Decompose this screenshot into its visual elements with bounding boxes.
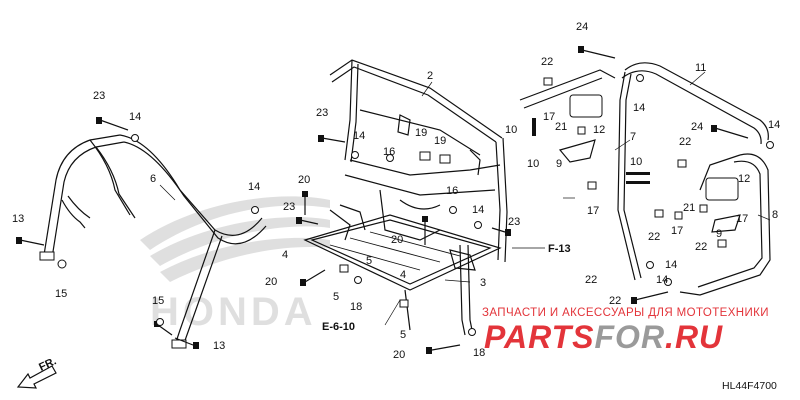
part-label-22b: 22 — [679, 136, 691, 148]
part-label-17d: 17 — [736, 213, 748, 225]
part-label-22d: 22 — [695, 241, 707, 253]
watermark-brand: PARTSFOR.RU — [484, 319, 723, 355]
part-label-17b: 17 — [587, 205, 599, 217]
part-label-22c: 22 — [648, 231, 660, 243]
part-label-14c: 14 — [353, 130, 365, 142]
part-label-4b: 4 — [400, 269, 406, 281]
front-roll-bar-part-6 — [39, 134, 267, 349]
part-label-22e: 22 — [585, 274, 597, 286]
part-label-14d: 14 — [472, 204, 484, 216]
part-label-21b: 21 — [683, 202, 695, 214]
part-label-12: 12 — [593, 124, 605, 136]
part-label-9b: 9 — [716, 228, 722, 240]
ref-e-6-10: E-6-10 — [322, 321, 355, 333]
part-label-15b: 15 — [152, 295, 164, 307]
part-label-15: 15 — [55, 288, 67, 300]
part-label-16b: 16 — [446, 185, 458, 197]
main-frame-part-2 — [329, 59, 508, 263]
part-label-10: 10 — [505, 124, 517, 136]
part-label-10c: 10 — [630, 156, 642, 168]
part-label-23: 23 — [93, 90, 105, 102]
part-label-14f: 14 — [768, 119, 780, 131]
ref-f-13: F-13 — [548, 243, 571, 255]
part-label-23c: 23 — [283, 201, 295, 213]
part-label-8: 8 — [772, 209, 778, 221]
part-label-22f: 22 — [609, 295, 621, 307]
part-label-13: 13 — [12, 213, 24, 225]
part-label-17: 17 — [543, 111, 555, 123]
part-label-14g: 14 — [665, 259, 677, 271]
part-label-4: 4 — [282, 249, 288, 261]
part-label-14e: 14 — [633, 102, 645, 114]
front-direction-arrow: FR. — [16, 355, 58, 389]
part-label-20: 20 — [298, 174, 310, 186]
part-label-19b: 19 — [434, 135, 446, 147]
part-label-20b: 20 — [265, 276, 277, 288]
watermark-brand-mid: FOR — [595, 319, 666, 355]
part-label-5b: 5 — [366, 255, 372, 267]
diagram-code: HL44F4700 — [722, 380, 777, 392]
floor-frame-part-3 — [303, 204, 502, 336]
part-label-22: 22 — [541, 56, 553, 68]
rear-bar-part-8 — [679, 153, 771, 296]
honda-logo-text: HONDA — [150, 290, 317, 334]
hardware-bolts — [16, 46, 774, 354]
part-label-2: 2 — [427, 70, 433, 82]
rear-roll-bar-part-11 — [519, 62, 769, 281]
part-label-19: 19 — [415, 127, 427, 139]
part-label-5c: 5 — [400, 329, 406, 341]
bracket-part-12 — [558, 94, 741, 233]
part-label-3: 3 — [480, 277, 486, 289]
part-label-14h: 14 — [656, 274, 668, 286]
part-label-11: 11 — [695, 62, 706, 74]
watermark-caption: ЗАПЧАСТИ И АКСЕССУАРЫ ДЛЯ МОТОТЕХНИКИ — [482, 307, 769, 319]
part-label-7: 7 — [630, 131, 636, 143]
part-label-20c: 20 — [391, 234, 403, 246]
watermark-brand-left: PARTS — [484, 319, 595, 355]
part-label-23b: 23 — [316, 107, 328, 119]
part-label-24: 24 — [576, 21, 588, 33]
part-label-14b: 14 — [248, 181, 260, 193]
part-label-18: 18 — [350, 301, 362, 313]
honda-wing-logo: HONDA — [140, 196, 330, 334]
part-label-13b: 13 — [213, 340, 225, 352]
part-labels: 2 3 4 4 5 5 5 6 7 8 9 9 10 10 10 11 12 1… — [12, 21, 780, 361]
part-label-23d: 23 — [508, 216, 520, 228]
part-label-9: 9 — [556, 158, 562, 170]
part-label-16: 16 — [383, 146, 395, 158]
strap-part-10 — [532, 118, 650, 184]
part-label-6: 6 — [150, 173, 156, 185]
watermark-brand-right: .RU — [665, 319, 723, 355]
part-label-20d: 20 — [393, 349, 405, 361]
leader-lines — [159, 71, 771, 326]
part-label-24b: 24 — [691, 121, 703, 133]
part-label-10b: 10 — [527, 158, 539, 170]
part-label-5: 5 — [333, 291, 339, 303]
part-label-17c: 17 — [671, 225, 683, 237]
part-label-14: 14 — [129, 111, 141, 123]
part-label-12b: 12 — [738, 173, 750, 185]
part-label-18b: 18 — [473, 347, 485, 359]
watermark: ЗАПЧАСТИ И АКСЕССУАРЫ ДЛЯ МОТОТЕХНИКИ PA… — [482, 307, 769, 355]
part-label-21: 21 — [555, 121, 567, 133]
